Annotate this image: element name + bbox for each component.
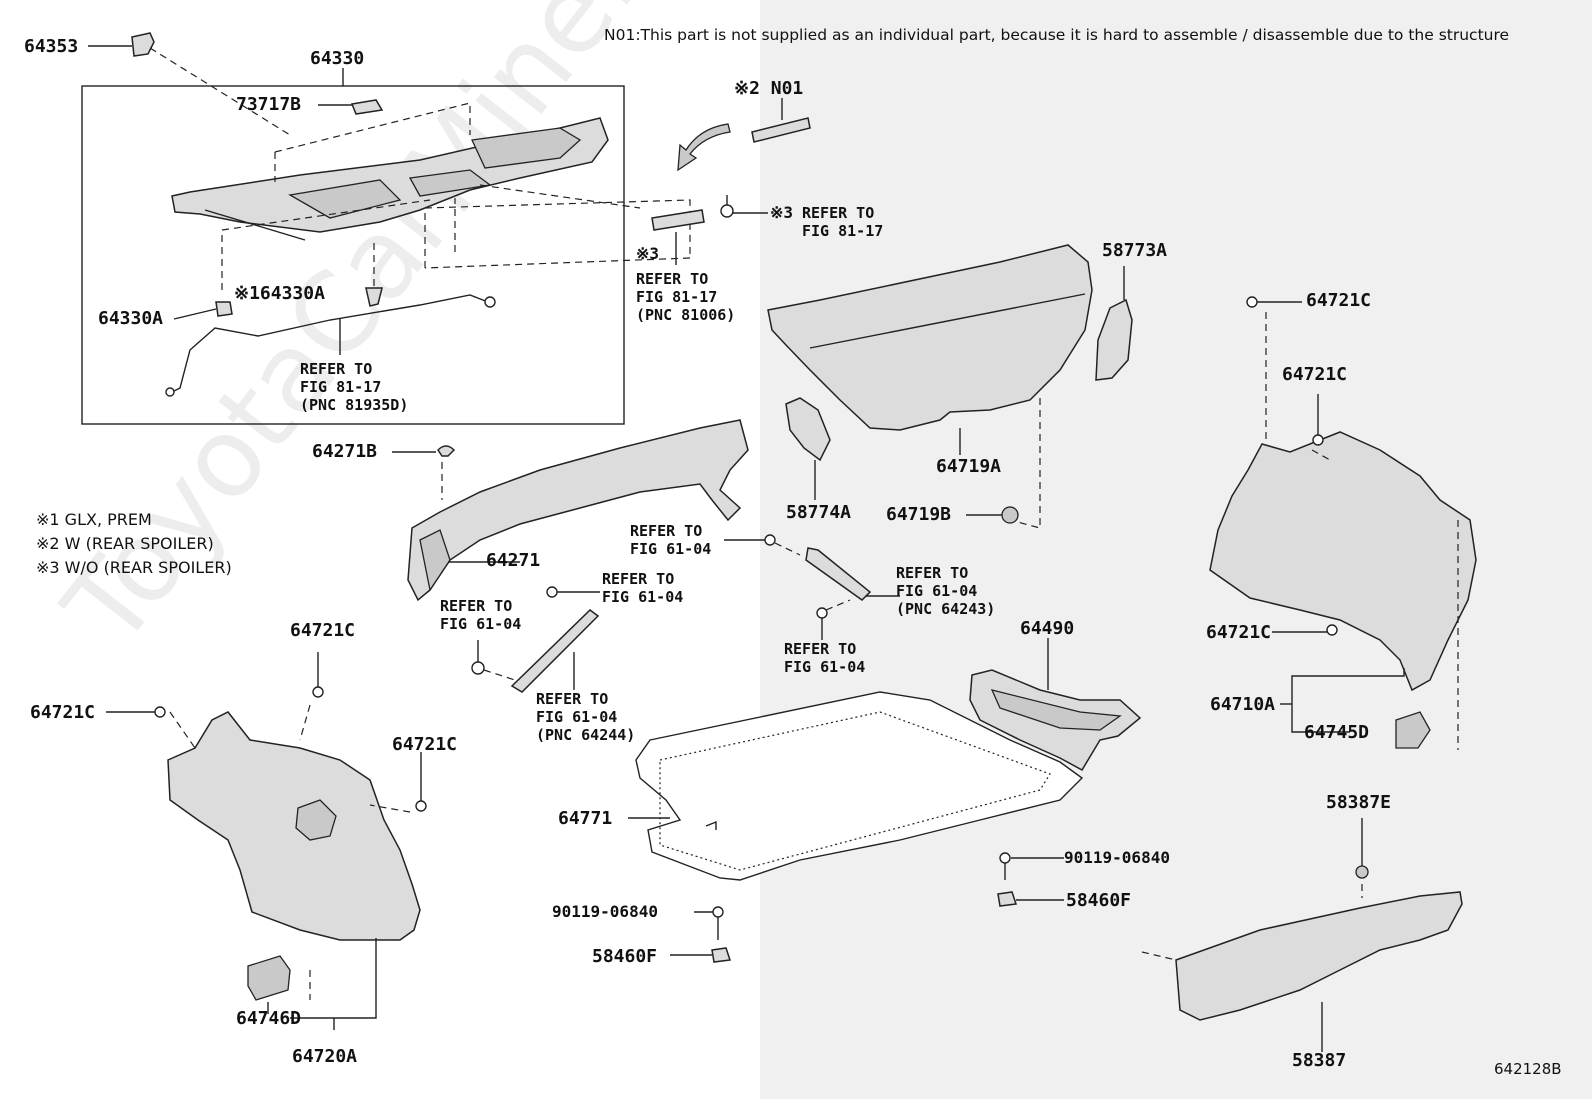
clip-73717B-shape — [350, 99, 384, 115]
label-64771: 64771 — [558, 808, 613, 829]
label-64719A: 64719A — [936, 456, 1002, 477]
strip-3-shape — [651, 209, 705, 231]
clip-64719B-shape — [1001, 506, 1019, 524]
clip-64353-shape — [88, 32, 291, 136]
cable-shape — [171, 294, 489, 393]
figure-id: 642128B — [1494, 1060, 1562, 1078]
legend-line-1: ※1 GLX, PREM — [36, 510, 152, 529]
clip-64330A-mid-shape — [365, 287, 383, 307]
back-panel-58387-shape — [1175, 891, 1463, 1021]
mat-64771-shape — [635, 691, 1084, 881]
label-64721C-b: 64721C — [30, 702, 96, 723]
bolt-90119-right-shape — [997, 852, 1064, 907]
label-3-screw: ※3 — [770, 203, 794, 222]
ref-81-17-a: REFER TO FIG 81-17 — [802, 204, 884, 240]
ref-81935D: REFER TO FIG 81-17 (PNC 81935D) — [300, 360, 409, 414]
label-58460F-left: 58460F — [592, 946, 658, 967]
label-64746D: 64746D — [236, 1008, 302, 1029]
label-64720A: 64720A — [292, 1046, 358, 1067]
label-64271: 64271 — [486, 550, 541, 571]
label-90119-left: 90119-06840 — [552, 902, 658, 921]
label-90119-right: 90119-06840 — [1064, 848, 1170, 867]
bracket-58773A-shape — [1095, 298, 1133, 381]
package-tray-box — [81, 85, 625, 425]
clip-64330A-left-shape — [215, 301, 233, 317]
part-N01-shape — [751, 117, 811, 143]
panel-64271-shape — [407, 419, 749, 602]
top-note: N01:This part is not supplied as an indi… — [604, 26, 1510, 44]
ref-61-04-c: REFER TO FIG 61-04 — [440, 597, 522, 633]
label-73717B: 73717B — [236, 94, 302, 115]
label-58774A: 58774A — [786, 502, 852, 523]
screw-3-shape — [720, 195, 768, 218]
clip-64271B-shape — [437, 445, 456, 457]
label-64721C-f: 64721C — [1206, 622, 1272, 643]
label-58387E: 58387E — [1326, 792, 1392, 813]
label-3-strip: ※3 — [636, 244, 660, 263]
link-64243-shape — [805, 547, 872, 601]
ref-61-04-a: REFER TO FIG 61-04 — [630, 522, 712, 558]
link-64244-shape — [510, 609, 600, 693]
bracket-58774A-shape — [785, 397, 831, 462]
ref-64244: REFER TO FIG 61-04 (PNC 64244) — [536, 690, 636, 744]
label-64745D: 64745D — [1304, 722, 1370, 743]
legend-line-3: ※3 W/O (REAR SPOILER) — [36, 558, 232, 577]
bolt-90119-left-shape — [670, 906, 732, 963]
label-64721C-e: 64721C — [1282, 364, 1348, 385]
label-58460F-right: 58460F — [1066, 890, 1132, 911]
hinge-bolts-shape — [471, 534, 900, 693]
label-N01: ※2 N01 — [734, 78, 804, 99]
label-64330A-mid: ※164330A — [234, 283, 325, 304]
label-64271B: 64271B — [312, 441, 378, 462]
label-64353: 64353 — [24, 36, 79, 57]
label-64719B: 64719B — [886, 504, 952, 525]
label-64330A-left: 64330A — [98, 308, 164, 329]
label-64721C-a: 64721C — [290, 620, 356, 641]
ref-81006: REFER TO FIG 81-17 (PNC 81006) — [636, 270, 736, 324]
label-64721C-c: 64721C — [392, 734, 458, 755]
label-64490: 64490 — [1020, 618, 1075, 639]
legend-line-2: ※2 W (REAR SPOILER) — [36, 534, 214, 553]
label-64710A: 64710A — [1210, 694, 1276, 715]
label-64330: 64330 — [310, 48, 365, 69]
label-64721C-d: 64721C — [1306, 290, 1372, 311]
arrow-shape — [677, 123, 731, 172]
label-58773A: 58773A — [1102, 240, 1168, 261]
trunk-lid-64719A-shape — [767, 244, 1093, 431]
ref-61-04-d: REFER TO FIG 61-04 — [784, 640, 866, 676]
side-trim-64720A-shape — [167, 711, 421, 941]
ref-61-04-b: REFER TO FIG 61-04 — [602, 570, 684, 606]
label-58387: 58387 — [1292, 1050, 1347, 1071]
ref-64243: REFER TO FIG 61-04 (PNC 64243) — [896, 564, 996, 618]
package-tray-64330-shape — [171, 68, 609, 241]
side-trim-64710A-shape — [1209, 431, 1477, 692]
